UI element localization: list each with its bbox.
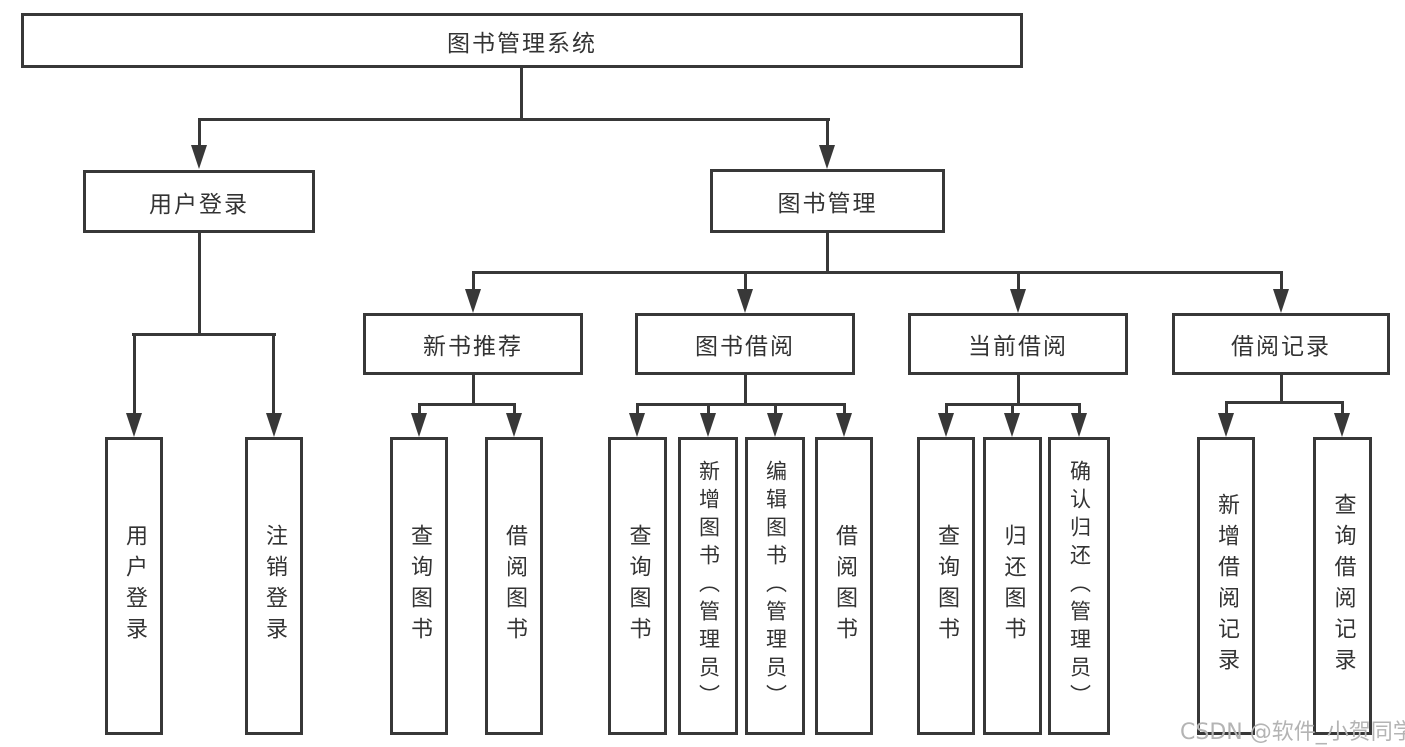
connector-borrow-records-stub: [1280, 375, 1283, 403]
arrow-down-icon: [1071, 413, 1087, 437]
arrow-down-icon: [465, 289, 481, 313]
arrow-down-icon: [1010, 289, 1026, 313]
arrow-down-icon: [836, 413, 852, 437]
leaf-logout-label: 注销登录: [262, 524, 287, 648]
connector-book-mgmt-shaft-1: [472, 271, 475, 291]
leaf-borrow-books-recommend-label: 借阅图书: [502, 524, 527, 648]
arrow-down-icon: [191, 145, 207, 169]
arrow-down-icon: [126, 413, 142, 437]
arrow-down-icon: [629, 413, 645, 437]
arrow-down-icon: [506, 413, 522, 437]
arrow-down-icon: [1273, 289, 1289, 313]
leaf-query-books-recommend-label: 查询图书: [407, 524, 432, 648]
connector-root-left-shaft: [198, 118, 201, 150]
connector-book-borrow-shaft-1: [636, 403, 639, 417]
connector-user-login-shaft-1: [133, 333, 136, 415]
connector-new-book-split: [418, 403, 516, 406]
connector-borrow-records-shaft-2: [1341, 401, 1344, 417]
node-new-book-recommend: 新书推荐: [363, 313, 583, 375]
arrow-down-icon: [1218, 413, 1234, 437]
leaf-add-book-admin-label: 新增图书（管理员）: [696, 460, 721, 712]
connector-book-borrow-shaft-2: [707, 403, 710, 417]
connector-user-login-split: [132, 333, 276, 336]
connector-book-mgmt-shaft-3: [1017, 271, 1020, 291]
node-library-system: 图书管理系统: [21, 13, 1023, 68]
connector-borrow-records-shaft-1: [1225, 401, 1228, 417]
leaf-query-borrow-record-label: 查询借阅记录: [1330, 493, 1356, 679]
leaf-user-login: 用户登录: [105, 437, 163, 735]
connector-book-borrow-shaft-4: [843, 403, 846, 417]
node-current-borrowing: 当前借阅: [908, 313, 1128, 375]
leaf-edit-book-admin-label: 编辑图书（管理员）: [763, 460, 788, 712]
arrow-down-icon: [819, 145, 835, 169]
arrow-down-icon: [737, 289, 753, 313]
leaf-query-books-borrowing-label: 查询图书: [625, 524, 651, 648]
arrow-down-icon: [938, 413, 954, 437]
connector-current-borrow-shaft-3: [1078, 403, 1081, 417]
leaf-query-books-recommend: 查询图书: [390, 437, 448, 735]
node-borrowing-records: 借阅记录: [1172, 313, 1390, 375]
node-new-book-recommend-label: 新书推荐: [423, 334, 523, 360]
leaf-add-borrow-record-label: 新增借阅记录: [1214, 493, 1239, 679]
connector-current-borrow-stub: [1017, 375, 1020, 405]
node-book-management: 图书管理: [710, 169, 945, 233]
leaf-confirm-return-admin-label: 确认归还（管理员）: [1067, 460, 1092, 712]
node-book-borrowing-label: 图书借阅: [695, 334, 795, 360]
node-user-login: 用户登录: [83, 170, 315, 233]
connector-user-login-shaft-2: [272, 333, 275, 415]
connector-user-login-stub: [198, 233, 201, 336]
connector-current-borrow-shaft-2: [1011, 403, 1014, 417]
leaf-return-books-label: 归还图书: [1000, 524, 1026, 648]
connector-root-split: [198, 118, 830, 121]
arrow-down-icon: [1004, 413, 1020, 437]
csdn-watermark: CSDN @软件_小贺同学: [1180, 720, 1405, 745]
leaf-borrow-books-borrowing-label: 借阅图书: [832, 524, 857, 648]
leaf-query-borrow-record: 查询借阅记录: [1313, 437, 1372, 735]
connector-book-mgmt-split: [472, 271, 1283, 274]
leaf-confirm-return-admin: 确认归还（管理员）: [1048, 437, 1110, 735]
node-library-system-label: 图书管理系统: [447, 30, 597, 57]
leaf-return-books: 归还图书: [983, 437, 1042, 735]
connector-new-book-stub: [472, 375, 475, 405]
connector-book-mgmt-shaft-2: [744, 271, 747, 291]
arrow-down-icon: [266, 413, 282, 437]
leaf-user-login-label: 用户登录: [122, 524, 147, 648]
connector-book-borrow-stub: [744, 375, 747, 405]
leaf-logout: 注销登录: [245, 437, 303, 735]
arrow-down-icon: [411, 413, 427, 437]
connector-root-right-shaft: [826, 118, 829, 150]
connector-root-stub: [520, 68, 523, 119]
connector-book-mgmt-stub: [826, 233, 829, 273]
node-book-borrowing: 图书借阅: [635, 313, 855, 375]
arrow-down-icon: [700, 413, 716, 437]
connector-book-borrow-split: [636, 403, 846, 406]
node-user-login-label: 用户登录: [149, 191, 249, 218]
leaf-add-book-admin: 新增图书（管理员）: [678, 437, 738, 735]
connector-book-borrow-shaft-3: [774, 403, 777, 417]
node-current-borrowing-label: 当前借阅: [968, 334, 1068, 360]
connector-borrow-records-split: [1225, 401, 1344, 404]
leaf-borrow-books-recommend: 借阅图书: [485, 437, 543, 735]
leaf-borrow-books-borrowing: 借阅图书: [815, 437, 873, 735]
leaf-query-books-current: 查询图书: [917, 437, 975, 735]
leaf-query-books-borrowing: 查询图书: [608, 437, 667, 735]
connector-current-borrow-shaft-1: [945, 403, 948, 417]
leaf-query-books-current-label: 查询图书: [934, 524, 959, 648]
connector-book-mgmt-shaft-4: [1280, 271, 1283, 291]
arrow-down-icon: [1334, 413, 1350, 437]
leaf-edit-book-admin: 编辑图书（管理员）: [745, 437, 805, 735]
connector-new-book-shaft-1: [418, 403, 421, 417]
arrow-down-icon: [767, 413, 783, 437]
node-borrowing-records-label: 借阅记录: [1231, 334, 1331, 360]
leaf-add-borrow-record: 新增借阅记录: [1197, 437, 1255, 735]
connector-new-book-shaft-2: [513, 403, 516, 417]
node-book-management-label: 图书管理: [777, 191, 878, 217]
